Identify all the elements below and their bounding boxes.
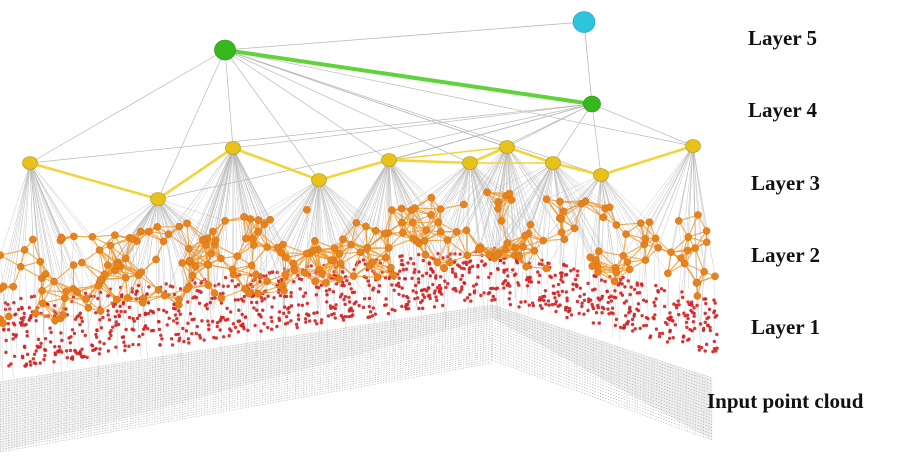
layer2-label: Layer 2 — [751, 243, 821, 267]
layer4-label: Layer 4 — [748, 98, 818, 122]
layer5-graph — [572, 11, 596, 33]
input-point-cloud-label: Input point cloud — [707, 389, 864, 413]
layer5-label: Layer 5 — [748, 26, 818, 50]
links-layer3-layer4 — [29, 21, 694, 200]
layer4-graph — [214, 39, 601, 113]
layer2-graph — [0, 188, 719, 328]
layer3-graph — [22, 139, 701, 206]
layer3-label: Layer 3 — [751, 171, 821, 195]
input-point-cloud — [0, 304, 713, 453]
layer1-label: Layer 1 — [751, 315, 821, 339]
